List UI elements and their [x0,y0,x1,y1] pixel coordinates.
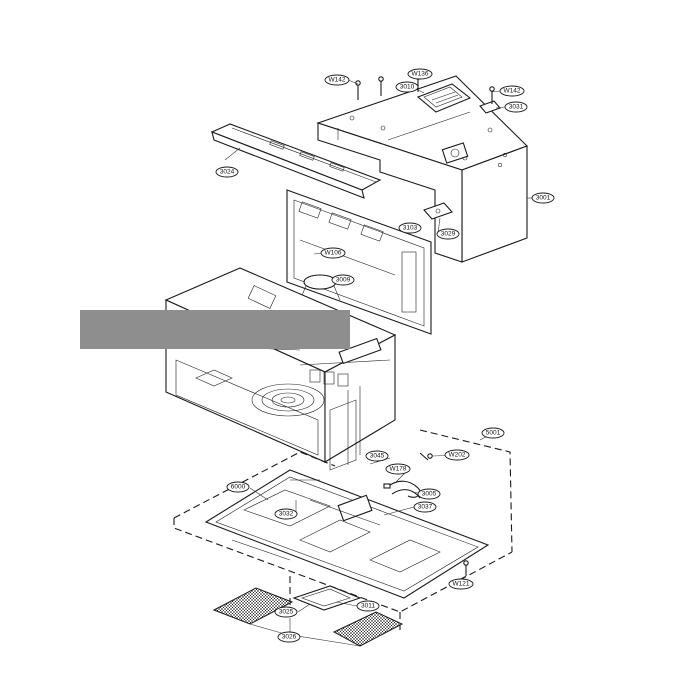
callout-w136: W136 [407,68,433,80]
svg-text:W121: W121 [453,581,470,588]
callout-3032: 3032 [274,508,298,520]
svg-text:3031: 3031 [509,104,524,111]
callout-w142-right: W142 [499,85,525,97]
svg-text:3103: 3103 [403,225,418,232]
callout-3026: 3026 [277,631,301,643]
svg-text:W136: W136 [412,71,429,78]
svg-text:3026: 3026 [282,634,297,641]
callout-3103: 3103 [398,222,422,234]
callout-w202: W202 [444,449,470,461]
bracket-part [479,100,501,114]
svg-text:3005: 3005 [422,491,437,498]
callout-w142-left: W142 [324,74,350,86]
callout-3031: 3031 [504,101,528,113]
outer-cabinet [316,75,529,263]
callout-3029: 3029 [436,228,460,240]
svg-text:W106: W106 [325,250,342,257]
base-plate [204,469,490,599]
svg-text:3001: 3001 [536,195,551,202]
svg-text:W142: W142 [504,88,521,95]
callout-3024: 3024 [215,166,239,178]
grease-filters [212,585,404,647]
callout-3037: 3037 [413,501,437,513]
svg-text:6000: 6000 [231,484,246,491]
callout-w106: W106 [320,247,346,259]
redaction-bar [80,310,350,349]
callout-5001: 5001 [481,427,505,439]
callout-3010: 3010 [395,81,419,93]
callout-w178: W178 [385,463,411,475]
vent-cover-part [416,83,472,113]
callout-3009: 3009 [331,274,355,286]
svg-text:3025: 3025 [279,609,294,616]
callout-3011: 3011 [356,600,380,612]
svg-text:W202: W202 [449,452,466,459]
svg-text:3024: 3024 [220,169,235,176]
svg-text:3011: 3011 [361,603,375,610]
front-vent-bar [210,123,382,199]
svg-text:3009: 3009 [336,277,351,284]
svg-text:3029: 3029 [441,231,456,238]
wire-harness-part [383,480,421,499]
callout-3001: 3001 [531,192,555,204]
callout-3005: 3005 [417,488,441,500]
callout-6000: 6000 [226,481,250,493]
svg-text:W178: W178 [390,466,407,473]
callout-w121: W121 [448,578,474,590]
inner-panel [286,189,432,335]
svg-text:5001: 5001 [486,430,501,437]
svg-text:3010: 3010 [400,84,415,91]
side-bracket-part [423,202,453,220]
svg-text:W142: W142 [329,77,346,84]
svg-text:3032: 3032 [279,511,294,518]
callout-3025: 3025 [274,606,298,618]
svg-text:3045: 3045 [370,453,385,460]
svg-text:3037: 3037 [418,504,433,511]
callout-3045: 3045 [365,450,389,462]
